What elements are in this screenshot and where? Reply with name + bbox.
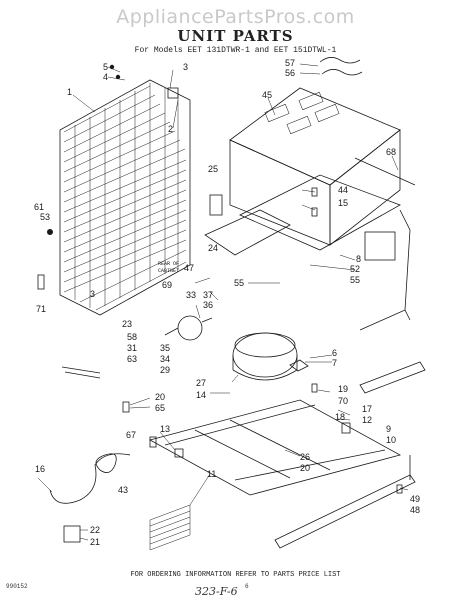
base-frame (148, 399, 416, 549)
callout-26: 26 (300, 452, 310, 462)
callout-27: 27 (196, 378, 206, 388)
callout-52: 52 (350, 264, 360, 274)
callout-15: 15 (338, 198, 348, 208)
callout-21: 21 (90, 537, 100, 547)
callout-18: 18 (335, 412, 345, 422)
cabinet-box (229, 87, 401, 251)
callout-70: 70 (338, 396, 348, 406)
callout-22: 22 (90, 525, 100, 535)
callout-37: 37 (203, 290, 213, 300)
callout-35: 35 (160, 343, 170, 353)
tube-68 (354, 157, 416, 186)
rear-of-cabinet-line1: REAR OF (158, 261, 179, 267)
drain-line (359, 209, 411, 331)
condenser-coil (59, 79, 191, 316)
callout-71: 71 (36, 304, 46, 314)
callout-55a: 55 (234, 278, 244, 288)
callout-16: 16 (35, 464, 45, 474)
fan-motor (164, 315, 213, 341)
callout-numbers: 5 4 1 3 2 45 57 56 68 25 44 15 61 53 24 … (34, 58, 420, 547)
page-number: 6 (245, 583, 249, 590)
callout-1: 1 (67, 87, 72, 97)
callout-31: 31 (127, 343, 137, 353)
callout-3b: 3 (90, 289, 95, 299)
callout-56: 56 (285, 68, 295, 78)
callout-9: 9 (386, 424, 391, 434)
callout-55b: 55 (350, 275, 360, 285)
handwritten-note: 323-F-6 (195, 585, 238, 598)
callout-14: 14 (196, 390, 206, 400)
callout-49: 49 (410, 494, 420, 504)
callout-58: 58 (127, 332, 137, 342)
callout-4: 4 (103, 72, 108, 82)
callout-47: 47 (184, 263, 194, 273)
callout-5: 5 (103, 62, 108, 72)
page-title: UNIT PARTS (177, 27, 294, 45)
callout-7: 7 (332, 358, 337, 368)
power-cord (49, 453, 131, 504)
callout-25: 25 (208, 164, 218, 174)
relay-box (364, 231, 396, 261)
callout-48: 48 (410, 505, 420, 515)
ordering-information-footer: FOR ORDERING INFORMATION REFER TO PARTS … (130, 571, 341, 579)
callout-8: 8 (356, 254, 361, 264)
defrost-heater (149, 504, 191, 551)
small-parts (37, 57, 403, 494)
callout-20a: 20 (155, 392, 165, 402)
callout-29: 29 (160, 365, 170, 375)
callout-67: 67 (126, 430, 136, 440)
back-panel (204, 209, 291, 256)
callout-3: 3 (183, 62, 188, 72)
callout-61: 61 (34, 202, 44, 212)
document-code: 990152 (6, 583, 28, 590)
callout-57: 57 (285, 58, 295, 68)
callout-17: 17 (362, 404, 372, 414)
callout-44: 44 (338, 185, 348, 195)
callout-65: 65 (155, 403, 165, 413)
callout-43: 43 (118, 485, 128, 495)
watermark: AppliancePartsPros.com (116, 6, 355, 28)
compressor (232, 332, 298, 381)
callout-11: 11 (207, 469, 216, 479)
callout-19: 19 (338, 384, 348, 394)
callout-45: 45 (262, 90, 272, 100)
rear-of-cabinet-line2: CABINET (158, 268, 179, 274)
callout-2: 2 (168, 124, 173, 134)
callout-23: 23 (122, 319, 132, 329)
callout-10: 10 (386, 435, 396, 445)
callout-63: 63 (127, 354, 137, 364)
callout-24: 24 (208, 243, 218, 253)
callout-68: 68 (386, 147, 396, 157)
leader-lines (37, 63, 409, 541)
callout-36: 36 (203, 300, 213, 310)
models-subtitle: For Models EET 131DTWR-1 and EET 151DTWL… (134, 46, 337, 55)
callout-6: 6 (332, 348, 337, 358)
callout-34: 34 (160, 354, 170, 364)
callout-33: 33 (186, 290, 196, 300)
callout-13: 13 (160, 424, 170, 434)
callout-20b: 20 (300, 463, 310, 473)
drain-tray (359, 361, 426, 394)
power-plug (63, 525, 81, 543)
callout-53: 53 (40, 212, 50, 222)
callout-12: 12 (362, 415, 372, 425)
callout-69: 69 (162, 280, 172, 290)
